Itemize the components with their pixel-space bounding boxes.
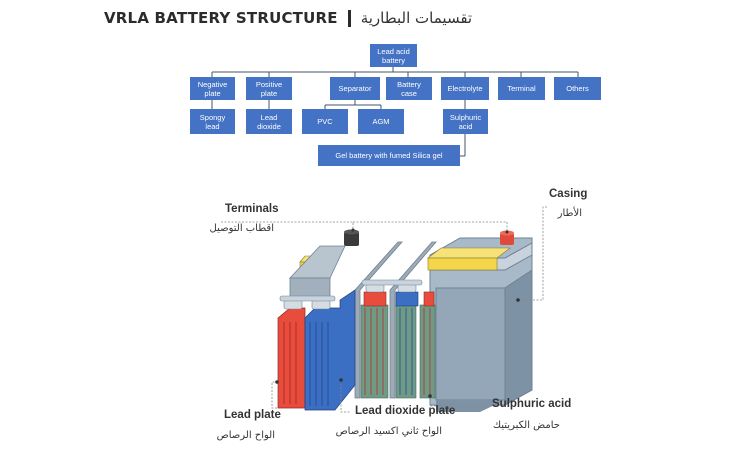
node-negative-plate: Negative plate bbox=[190, 77, 235, 100]
label-terminals: Terminals bbox=[225, 203, 279, 215]
node-separator: Separator bbox=[330, 77, 380, 100]
node-label: Separator bbox=[338, 84, 372, 93]
label-lead-dioxide-plate: Lead dioxide plate bbox=[355, 405, 456, 417]
label-sulphuric-acid: Sulphuric acid bbox=[492, 398, 572, 410]
node-label: Sulphuric acid bbox=[449, 112, 482, 131]
node-sulphuric-acid: Sulphuric acid bbox=[443, 109, 488, 134]
label-lead-plate: Lead plate bbox=[224, 409, 281, 421]
node-label: PVC bbox=[317, 117, 333, 126]
node-label: Terminal bbox=[507, 84, 536, 93]
page-title: VRLA BATTERY STRUCTURE bbox=[104, 9, 338, 27]
node-label: Positive plate bbox=[255, 79, 283, 98]
callout-lines bbox=[221, 206, 547, 413]
node-others: Others bbox=[554, 77, 601, 100]
node-terminal: Terminal bbox=[498, 77, 545, 100]
node-label: Lead acid battery bbox=[377, 46, 410, 65]
terminal-negative bbox=[344, 229, 359, 246]
separator-cells bbox=[360, 304, 436, 399]
label-sulphuric-acid-arabic: حامض الكبريتيك bbox=[492, 420, 560, 431]
node-label: Others bbox=[566, 84, 589, 93]
lead-plate bbox=[277, 299, 306, 409]
node-battery-case: Battery case bbox=[386, 77, 432, 100]
node-lead-dioxide: Lead dioxide bbox=[246, 109, 292, 134]
label-lead-dioxide-plate-arabic: الواح ثاني اكسيد الرصاص bbox=[335, 426, 442, 437]
node-positive-plate: Positive plate bbox=[246, 77, 292, 100]
label-casing-arabic: الأطار bbox=[557, 208, 582, 219]
node-spongy-lead: Spongy lead bbox=[190, 109, 235, 134]
node-gel-battery: Gel battery with fumed Silica gel bbox=[318, 145, 460, 166]
node-agm: AGM bbox=[358, 109, 404, 134]
node-label: Lead dioxide bbox=[257, 112, 281, 131]
title-row: VRLA BATTERY STRUCTURE تقسيمات البطارية bbox=[104, 6, 472, 30]
label-terminals-arabic: اقطاب التوصيل bbox=[209, 223, 275, 234]
title-divider bbox=[347, 9, 351, 27]
label-casing: Casing bbox=[549, 188, 588, 200]
casing bbox=[429, 237, 533, 412]
node-label: Gel battery with fumed Silica gel bbox=[335, 151, 443, 160]
node-lead-acid-battery: Lead acid battery bbox=[370, 44, 417, 67]
node-label: Negative plate bbox=[197, 79, 228, 98]
label-lead-plate-arabic: الواح الرصاص bbox=[216, 430, 275, 441]
node-label: Electrolyte bbox=[447, 84, 483, 93]
node-label: AGM bbox=[372, 117, 390, 126]
node-electrolyte: Electrolyte bbox=[441, 77, 489, 100]
page-title-arabic: تقسيمات البطارية bbox=[360, 9, 473, 27]
node-label: Battery case bbox=[397, 79, 421, 98]
node-pvc: PVC bbox=[302, 109, 348, 134]
node-label: Spongy lead bbox=[199, 112, 226, 131]
